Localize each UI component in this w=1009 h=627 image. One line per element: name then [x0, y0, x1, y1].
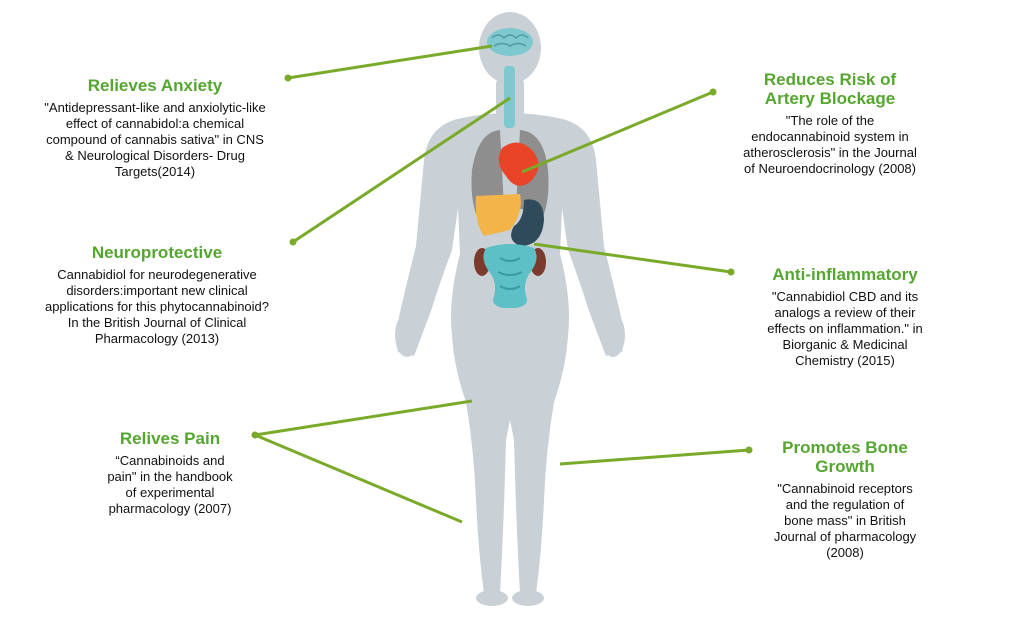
callout-artery-blockage: Reduces Risk of Artery Blockage "The rol…	[715, 70, 945, 177]
connector-dot-anxiety	[284, 74, 292, 82]
callout-bone-growth: Promotes Bone Growth "Cannabinoid recept…	[735, 438, 955, 561]
callout-title: Anti-inflammatory	[772, 265, 918, 284]
connector-dot-pain	[251, 431, 259, 439]
callout-title: Relives Pain	[119, 429, 221, 448]
connector-artery	[521, 90, 714, 174]
connector-dot-bone	[745, 446, 753, 454]
brain-organ	[487, 28, 533, 56]
connector-pain-upper	[254, 399, 473, 437]
connector-dot-artery	[709, 88, 717, 96]
callout-citation: "Antidepressant-like and anxiolytic-like…	[44, 100, 266, 179]
callout-relives-pain: Relives Pain “Cannabinoids and pain" in …	[75, 429, 265, 517]
connector-bone	[559, 448, 750, 466]
stomach-organ	[511, 199, 544, 246]
connector-inflam	[533, 242, 732, 274]
connector-dot-neuro	[289, 238, 297, 246]
callout-citation: “Cannabinoids and pain" in the handbook …	[107, 453, 233, 516]
callout-title: Neuroprotective	[91, 243, 223, 262]
callout-title: Reduces Risk of Artery Blockage	[763, 70, 897, 108]
connector-pain-lower	[254, 433, 463, 524]
heart-organ	[498, 142, 539, 186]
callout-citation: "Cannabinoid receptors and the regulatio…	[773, 481, 917, 560]
callout-neuroprotective: Neuroprotective Cannabidiol for neurodeg…	[22, 243, 292, 347]
liver-organ	[475, 194, 521, 236]
body-silhouette	[395, 12, 625, 606]
callout-citation: "The role of the endocannabinoid system …	[743, 113, 917, 176]
connector-lines	[251, 44, 753, 524]
callout-title: Promotes Bone Growth	[782, 438, 908, 476]
connector-dot-inflam	[727, 268, 735, 276]
callout-relieves-anxiety: Relieves Anxiety "Antidepressant-like an…	[25, 76, 285, 180]
trachea-organ	[504, 66, 515, 128]
intestine-organ	[483, 244, 537, 308]
connector-anxiety	[287, 44, 493, 80]
callout-citation: "Cannabidiol CBD and its analogs a revie…	[767, 289, 923, 368]
connector-neuro	[292, 96, 511, 244]
callout-anti-inflammatory: Anti-inflammatory "Cannabidiol CBD and i…	[735, 265, 955, 369]
callout-title: Relieves Anxiety	[87, 76, 223, 95]
callout-citation: Cannabidiol for neurodegenerative disord…	[44, 267, 270, 346]
